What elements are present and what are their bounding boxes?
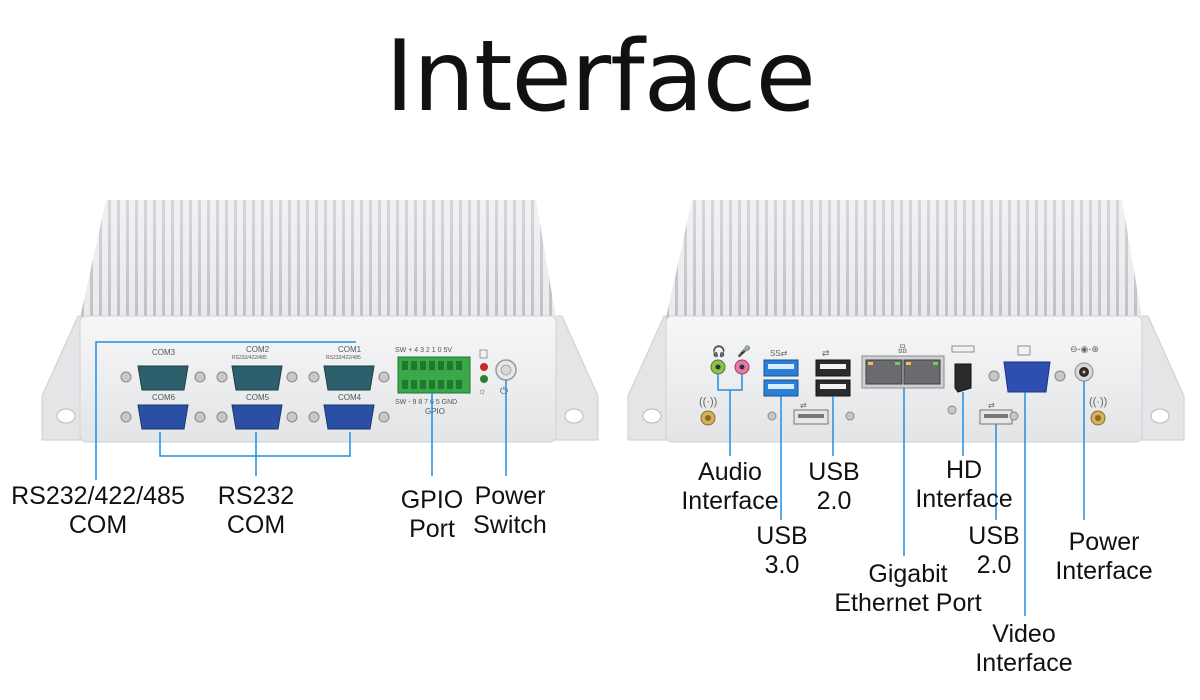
callout-power-line1: Power — [1068, 528, 1140, 556]
callout-usb2-a: USB 2.0 — [802, 458, 866, 516]
vga-port — [988, 345, 1066, 393]
callout-gigabit-ethernet: Gigabit Ethernet Port — [826, 560, 990, 618]
monitor-icon — [1017, 345, 1031, 356]
gpio-port-label: GPIO — [425, 407, 445, 416]
callout-hd-line2: Interface — [915, 485, 1013, 513]
callout-usb2b-line1: USB — [968, 522, 1020, 550]
com1-port: COM1 RS232/422/485 — [308, 345, 390, 391]
com2-port: COM2 RS232/422/485 — [216, 345, 298, 391]
left-device: COM3 COM2 RS232/422/485 COM1 RS232/422/4… — [41, 200, 599, 480]
power-switch: ⏻ — [495, 359, 517, 397]
microphone-icon: 🎤 — [737, 344, 751, 358]
com2-label: COM2 — [246, 345, 270, 354]
callout-rs485-com: RS232/422/485 COM — [8, 482, 188, 540]
com6-port: COM6 — [120, 393, 206, 430]
callout-rs232-com: RS232 COM — [206, 482, 306, 540]
sun-icon: ☼ — [478, 386, 486, 396]
callout-usb2a-line1: USB — [808, 458, 860, 486]
callout-hd-line1: HD — [945, 456, 983, 484]
callout-video-interface: Video Interface — [964, 620, 1084, 678]
ethernet-ports: 品 — [861, 344, 945, 389]
right-device: ((·)) ((·)) 🎧 🎤 SS⇄ — [627, 200, 1185, 616]
usb-ss-icon: SS⇄ — [770, 349, 788, 358]
callout-hd-interface: HD Interface — [904, 456, 1024, 514]
headphone-icon: 🎧 — [712, 345, 726, 358]
callout-usb3-line2: 3.0 — [764, 551, 800, 579]
led-green — [480, 375, 488, 383]
com3-port: COM3 — [120, 348, 206, 391]
callout-power-interface: Power Interface — [1044, 528, 1164, 586]
hdmi-icon — [951, 345, 975, 353]
callout-lan-line2: Ethernet Port — [834, 589, 982, 617]
com3-label: COM3 — [152, 348, 176, 357]
com1-label: COM1 — [338, 345, 362, 354]
callout-power-switch-line1: Power — [474, 482, 546, 510]
gpio-bottom-label: SW - 9 8 7 6 5 GND — [395, 399, 457, 406]
callout-usb2b-line2: 2.0 — [976, 551, 1012, 579]
com5-label: COM5 — [246, 393, 270, 402]
page-title: Interface — [385, 20, 816, 134]
callout-audio-line2: Interface — [681, 487, 779, 515]
gpio-terminal: SW + 4 3 2 1 0 5V SW - 9 8 7 6 5 GND GPI… — [395, 347, 471, 416]
com5-port: COM5 — [216, 393, 298, 430]
callout-video-line2: Interface — [975, 649, 1073, 677]
com4-port: COM4 — [308, 393, 390, 430]
callout-gpio-line2: Port — [409, 515, 455, 543]
dc-polarity-icon: ⊖-◉-⊕ — [1070, 344, 1099, 354]
callout-gpio-line1: GPIO — [400, 486, 464, 514]
callout-audio-line1: Audio — [698, 458, 762, 486]
usb-icon-single: ⇄ — [988, 401, 995, 410]
dc-power-jack: ⊖-◉-⊕ — [1070, 344, 1099, 382]
callout-lan-line1: Gigabit — [868, 560, 948, 588]
hdmi-port — [951, 345, 975, 393]
callout-rs232-line2: COM — [226, 511, 286, 539]
callout-video-line1: Video — [992, 620, 1056, 648]
callout-usb2a-line2: 2.0 — [816, 487, 852, 515]
callout-power-switch: Power Switch — [464, 482, 556, 540]
callout-power-switch-line2: Switch — [473, 511, 547, 539]
callout-power-line2: Interface — [1055, 557, 1153, 585]
led-red — [480, 363, 488, 371]
gpio-top-label: SW + 4 3 2 1 0 5V — [395, 347, 452, 354]
usb-icon-lower: ⇄ — [800, 401, 807, 410]
usb-icon: ⇄ — [822, 348, 830, 358]
callout-usb2-b: USB 2.0 — [962, 522, 1026, 580]
com1-sublabel: RS232/422/485 — [326, 355, 361, 361]
wifi-icon-2: ((·)) — [1089, 396, 1107, 408]
usb2-port-lower: ⇄ — [793, 401, 829, 425]
com4-label: COM4 — [338, 393, 362, 402]
network-icon: 品 — [898, 344, 907, 354]
wifi-antenna-right: ((·)) — [1089, 396, 1107, 426]
callout-rs232-line1: RS232 — [217, 482, 295, 510]
callout-usb3-line1: USB — [756, 522, 808, 550]
power-symbol-icon: ⏻ — [500, 386, 508, 397]
wifi-icon: ((·)) — [699, 396, 717, 408]
usb2-ports-pair: ⇄ — [815, 348, 851, 397]
com2-sublabel: RS232/422/485 — [232, 355, 267, 361]
callout-rs485-line1: RS232/422/485 — [11, 482, 185, 510]
callout-rs485-line2: COM — [68, 511, 128, 539]
callout-gpio-port: GPIO Port — [392, 486, 472, 544]
com6-label: COM6 — [152, 393, 176, 402]
storage-icon — [479, 349, 488, 359]
callout-usb3: USB 3.0 — [750, 522, 814, 580]
wifi-antenna-left: ((·)) — [699, 396, 717, 426]
callout-audio: Audio Interface — [672, 458, 788, 516]
